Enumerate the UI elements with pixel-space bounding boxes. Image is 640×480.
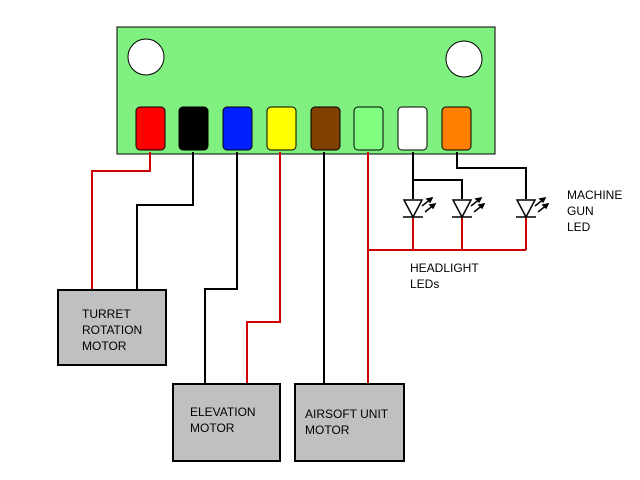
headlight-leds-label-line1: HEADLIGHT <box>410 261 479 275</box>
wire-headlight-white <box>412 152 463 199</box>
turret-label-line3: MOTOR <box>82 339 127 353</box>
pin-red <box>135 106 166 151</box>
machine-gun-led-label-line1: MACHINE <box>567 188 622 202</box>
pin-white <box>397 106 428 151</box>
pin-yellow <box>266 106 297 151</box>
turret-label-line1: TURRET <box>82 307 131 321</box>
headlight-led-2 <box>451 196 486 219</box>
machine-gun-led-label-line3: LED <box>567 220 591 234</box>
machine-gun-led <box>515 196 550 219</box>
mounting-hole-left <box>127 38 165 76</box>
airsoft-label-line2: MOTOR <box>305 423 350 437</box>
wire-elevation-yellow <box>246 152 281 384</box>
control-board <box>116 26 496 155</box>
pin-orange <box>441 106 472 151</box>
wire-machine-gun-orange <box>456 152 527 199</box>
pin-green <box>353 106 384 151</box>
machine-gun-led-label-line2: GUN <box>567 204 594 218</box>
pin-brown <box>310 106 341 151</box>
wire-turret-black <box>136 152 194 290</box>
elevation-label-line2: MOTOR <box>190 421 235 435</box>
pin-black <box>178 106 209 151</box>
elevation-motor-box <box>172 383 281 462</box>
headlight-led-1 <box>402 196 437 219</box>
mounting-hole-right <box>445 40 483 78</box>
wire-turret-red <box>91 152 151 290</box>
turret-rotation-motor-box <box>57 289 167 366</box>
airsoft-unit-motor-box <box>294 383 405 462</box>
turret-label-line2: ROTATION <box>82 323 142 337</box>
headlight-leds-label-line2: LEDs <box>410 277 439 291</box>
elevation-label-line1: ELEVATION <box>190 405 256 419</box>
airsoft-label-line1: AIRSOFT UNIT <box>305 407 389 421</box>
wire-elevation-blue <box>204 152 238 384</box>
pin-blue <box>222 106 253 151</box>
